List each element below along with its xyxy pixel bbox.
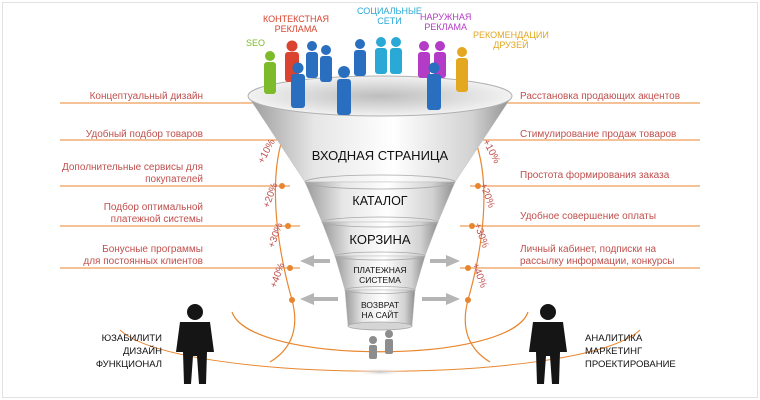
- stage-cart: КОРЗИНА: [349, 232, 411, 247]
- stage-payment-system: ПЛАТЕЖНАЯ СИСТЕМА: [353, 265, 407, 285]
- left-label-2: Удобный подбор товаров: [85, 129, 203, 140]
- source-label-outdoor-ads: НАРУЖНАЯ РЕКЛАМА: [420, 12, 472, 32]
- left-guide-lines: [60, 102, 300, 269]
- source-label-seo: SEO: [246, 38, 266, 48]
- left-group-label: ЮЗАБИЛИТИ ДИЗАЙН ФУНКЦИОНАЛ: [95, 333, 162, 370]
- stage-catalog: КАТАЛОГ: [352, 194, 408, 208]
- left-curve: [269, 139, 296, 363]
- right-label-3: Простота формирования заказа: [520, 170, 670, 181]
- right-guide-lines: [460, 102, 700, 269]
- left-label-1: Концептуальный дизайн: [89, 91, 203, 102]
- stage-landing-page: ВХОДНАЯ СТРАНИЦА: [311, 148, 449, 163]
- businessman-left: [176, 304, 214, 384]
- left-label-5: Бонусные программы для постоянных клиент…: [83, 244, 203, 267]
- right-group-label: АНАЛИТИКА МАРКЕТИНГ ПРОЕКТИРОВАНИЕ: [585, 333, 676, 370]
- source-label-social: СОЦИАЛЬНЫЕ СЕТИ: [357, 6, 422, 26]
- left-label-4: Подбор оптимальной платежной системы: [103, 202, 203, 225]
- base-arc: [231, 311, 529, 353]
- right-label-4: Удобное совершение оплаты: [520, 211, 657, 222]
- source-label-context-ads: КОНТЕКСТНАЯ РЕКЛАМА: [263, 14, 329, 34]
- businessman-right: [529, 304, 567, 384]
- right-label-5: Личный кабинет, подписки на рассылку инф…: [520, 244, 675, 267]
- source-label-referrals: РЕКОМЕНДАЦИИ ДРУЗЕЙ: [473, 30, 549, 50]
- left-label-3: Дополнительные сервисы для покупателей: [61, 162, 203, 185]
- right-curve: [464, 139, 491, 363]
- crowd-figures: [264, 37, 468, 115]
- right-label-1: Расстановка продающих акцентов: [520, 91, 681, 102]
- right-label-2: Стимулирование продаж товаров: [520, 129, 677, 140]
- funnel-body: [247, 75, 513, 331]
- small-people: [354, 330, 406, 376]
- stage-return: ВОЗВРАТ НА САЙТ: [360, 300, 400, 320]
- return-arrows: [300, 255, 460, 305]
